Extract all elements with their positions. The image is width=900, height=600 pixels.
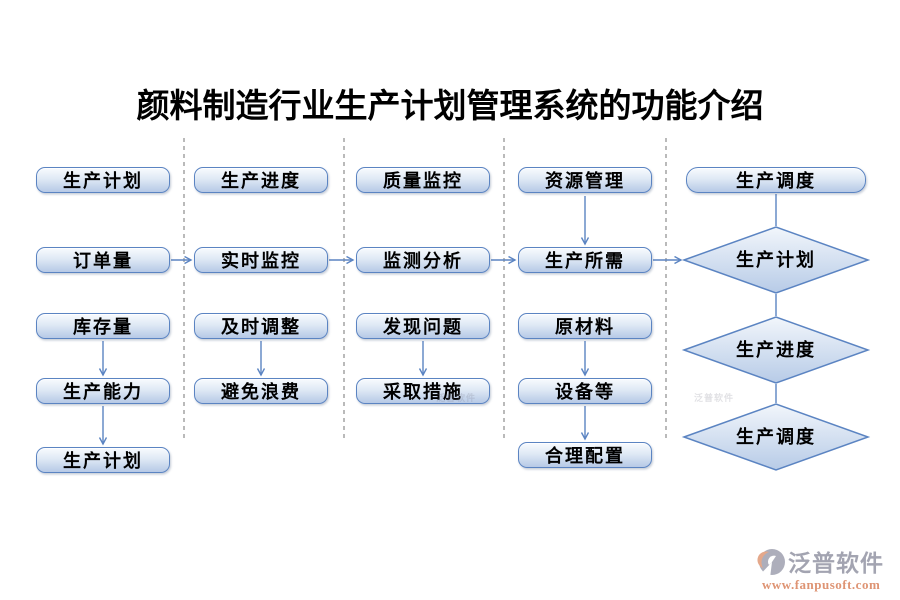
box-realtime-monitoring: 实时监控	[194, 247, 328, 273]
box-timely-adjustment: 及时调整	[194, 313, 328, 339]
box-take-measures: 采取措施	[356, 378, 490, 404]
box-equipment: 设备等	[518, 378, 652, 404]
header-quality-monitoring: 质量监控	[356, 167, 490, 193]
header-production-scheduling: 生产调度	[686, 167, 866, 193]
box-avoid-waste: 避免浪费	[194, 378, 328, 404]
box-production-plan: 生产计划	[36, 447, 170, 473]
box-production-capacity: 生产能力	[36, 378, 170, 404]
diamond-production-plan-label: 生产计划	[736, 250, 816, 270]
header-production-progress: 生产进度	[194, 167, 328, 193]
diamond-production-scheduling-label: 生产调度	[736, 427, 816, 447]
brand-url: www.fanpusoft.com	[762, 577, 881, 592]
box-production-needs: 生产所需	[518, 247, 652, 273]
diamond-production-progress-label: 生产进度	[736, 340, 816, 360]
box-order-quantity: 订单量	[36, 247, 170, 273]
brand-watermark: 泛普软件 www.fanpusoft.com	[756, 547, 896, 593]
header-resource-management: 资源管理	[518, 167, 652, 193]
header-production-plan: 生产计划	[36, 167, 170, 193]
box-inventory: 库存量	[36, 313, 170, 339]
box-rational-allocation: 合理配置	[518, 442, 652, 468]
ghost-watermark: 泛普软件	[694, 393, 735, 403]
box-raw-materials: 原材料	[518, 313, 652, 339]
box-monitoring-analysis: 监测分析	[356, 247, 490, 273]
ghost-watermark: 泛普软件	[436, 393, 477, 403]
fanpu-logo-icon	[757, 549, 785, 578]
brand-name: 泛普软件	[788, 550, 884, 576]
box-find-problems: 发现问题	[356, 313, 490, 339]
page-title: 颜料制造行业生产计划管理系统的功能介绍	[136, 87, 764, 124]
